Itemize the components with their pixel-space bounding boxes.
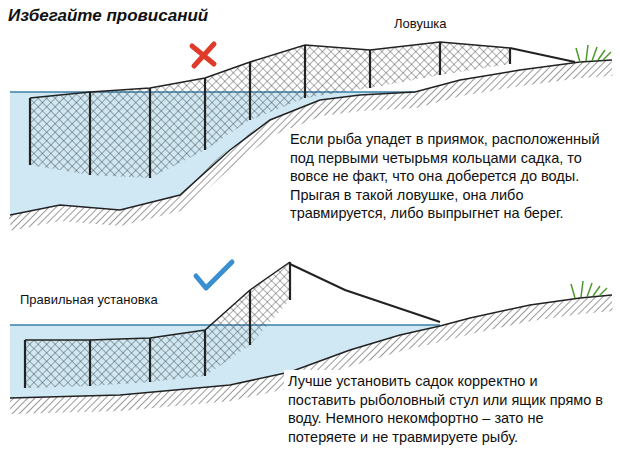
wrong-mark bbox=[192, 44, 214, 66]
net-pole bbox=[290, 264, 440, 322]
correct-mark bbox=[196, 262, 232, 288]
net-mesh bbox=[25, 262, 290, 388]
trap-label: Ловушка bbox=[392, 16, 449, 31]
note-text: Лучше установить садок корректно и поста… bbox=[284, 370, 610, 448]
grass bbox=[571, 281, 607, 298]
net-rings bbox=[25, 262, 290, 388]
net-pole bbox=[510, 48, 575, 62]
note-text: Если рыба упадет в приямок, расположенны… bbox=[286, 128, 608, 225]
net-rope bbox=[30, 42, 510, 98]
panel-label: Правильная установка bbox=[18, 292, 160, 307]
diagram-title: Избегайте провисаний bbox=[8, 6, 208, 26]
grass bbox=[576, 45, 611, 62]
